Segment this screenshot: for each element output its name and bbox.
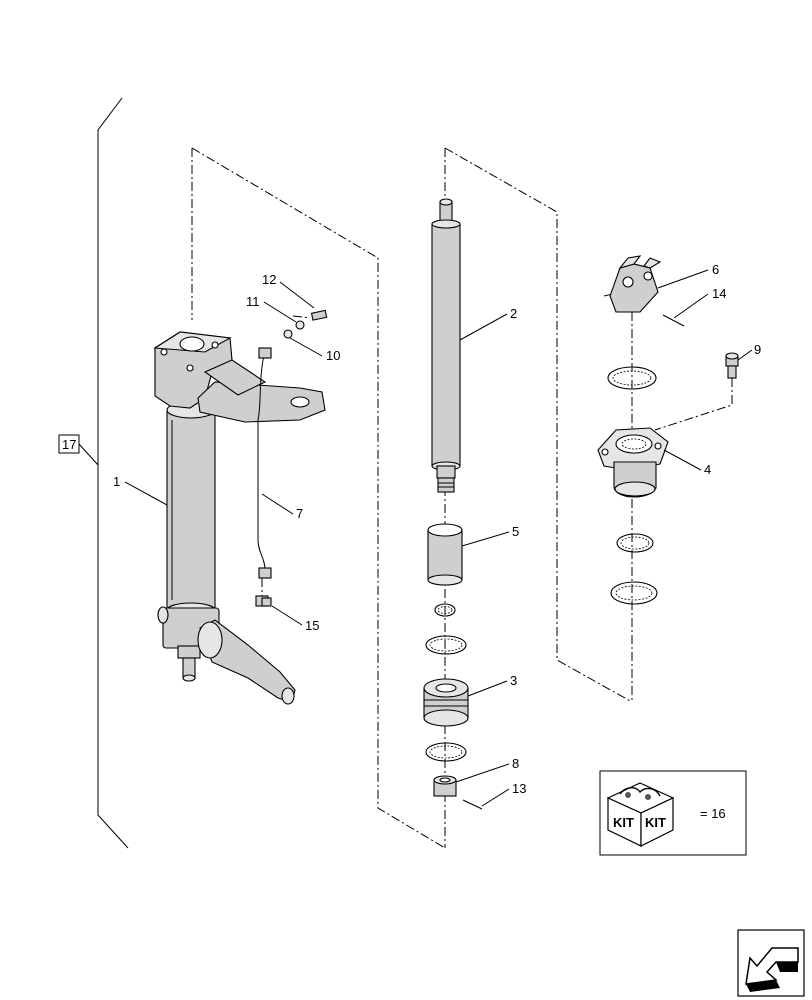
callout-label-11: 11 xyxy=(246,294,260,309)
part-4-flange[interactable] xyxy=(597,427,669,498)
part-5-bushing[interactable] xyxy=(427,523,463,586)
seal-ring-flange-mid[interactable] xyxy=(616,533,654,553)
callout-label-2: 2 xyxy=(510,306,517,321)
callout-label-7: 7 xyxy=(296,506,303,521)
callout-14[interactable]: 14 xyxy=(673,286,726,319)
callout-label-10: 10 xyxy=(326,348,340,363)
navigation-arrow-icon[interactable] xyxy=(737,929,805,997)
kit-equals-label: = 16 xyxy=(700,806,726,821)
part-2-shaft[interactable] xyxy=(431,198,461,493)
callout-17[interactable]: 17 xyxy=(58,434,99,466)
callout-3[interactable]: 3 xyxy=(467,673,517,697)
kit-badge-left: KIT xyxy=(613,815,634,830)
callout-15[interactable]: 15 xyxy=(271,605,319,633)
callout-label-14: 14 xyxy=(712,286,726,301)
kit-badge-right: KIT xyxy=(645,815,666,830)
part-1-steering-housing[interactable] xyxy=(153,331,326,705)
kit-box-icon: KIT KIT xyxy=(606,782,675,847)
callout-13[interactable]: 13 xyxy=(481,781,526,807)
part-12-screw[interactable] xyxy=(310,309,328,321)
callout-11[interactable]: 11 xyxy=(246,294,297,323)
part-13-pin[interactable] xyxy=(462,799,483,810)
callout-label-12: 12 xyxy=(262,272,276,287)
callout-label-9: 9 xyxy=(754,342,761,357)
callout-8[interactable]: 8 xyxy=(455,756,519,783)
callout-label-13: 13 xyxy=(512,781,526,796)
phantom-lines xyxy=(191,147,733,849)
part-10-washer[interactable] xyxy=(283,329,293,339)
callout-4[interactable]: 4 xyxy=(663,449,711,477)
callout-7[interactable]: 7 xyxy=(261,493,303,521)
callout-label-3: 3 xyxy=(510,673,517,688)
assembly-bracket-17 xyxy=(97,97,129,849)
callout-2[interactable]: 2 xyxy=(459,306,517,341)
callout-6[interactable]: 6 xyxy=(657,262,719,289)
seal-ring-flange-upper[interactable] xyxy=(607,366,657,390)
part-8-nut[interactable] xyxy=(433,775,457,797)
seal-ring-small[interactable] xyxy=(434,603,456,617)
part-15-fitting[interactable] xyxy=(255,578,272,607)
seal-ring-upper[interactable] xyxy=(425,635,467,655)
callout-label-5: 5 xyxy=(512,524,519,539)
callout-5[interactable]: 5 xyxy=(461,524,519,547)
callout-1[interactable]: 1 xyxy=(113,474,168,506)
callout-10[interactable]: 10 xyxy=(289,337,340,363)
part-9-bolt[interactable] xyxy=(725,352,739,379)
part-6-clevis[interactable] xyxy=(609,255,662,313)
callout-12[interactable]: 12 xyxy=(262,272,315,309)
callout-label-4: 4 xyxy=(704,462,711,477)
part-3-piston[interactable] xyxy=(423,678,469,727)
callout-label-6: 6 xyxy=(712,262,719,277)
callout-label-1: 1 xyxy=(113,474,120,489)
seal-ring-flange-lower[interactable] xyxy=(610,581,658,605)
part-14-pin[interactable] xyxy=(662,314,685,327)
callout-label-15: 15 xyxy=(305,618,319,633)
callout-label-17: 17 xyxy=(62,437,76,452)
callout-label-8: 8 xyxy=(512,756,519,771)
seal-ring-lower[interactable] xyxy=(425,742,467,762)
part-11-washer[interactable] xyxy=(295,320,305,330)
kit-box: KIT KIT = 16 xyxy=(599,770,747,856)
callout-9[interactable]: 9 xyxy=(737,342,761,361)
part-7-tube[interactable] xyxy=(257,347,272,579)
